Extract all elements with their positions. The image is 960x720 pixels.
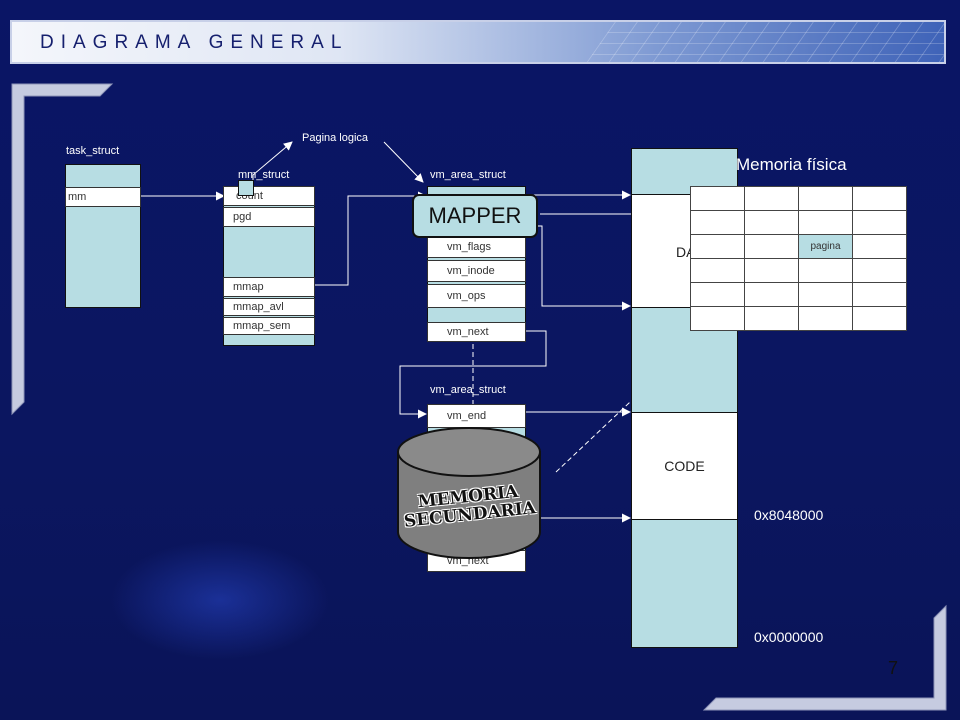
slide-title: DIAGRAMA GENERAL [40, 32, 349, 53]
memory-segment-code [631, 412, 738, 520]
vma1-field-flags: vm_flags [427, 236, 526, 258]
title-bar: DIAGRAMA GENERAL [10, 20, 946, 64]
mm-struct-label: mm_struct [238, 169, 290, 181]
dashed-secondary-to-page [555, 333, 703, 473]
frame-corner-top-left [11, 83, 114, 416]
mm-struct-field-pgd: pgd [223, 207, 315, 227]
mapper-box: MAPPER [412, 194, 538, 238]
slide-number: 7 [888, 658, 899, 678]
frame-corner-bottom-right [702, 604, 947, 711]
arrow-vma1-to-data-bottom [536, 225, 631, 311]
arrow-mmap-to-vma [315, 191, 427, 286]
physical-memory-title: Memoria física [736, 155, 847, 174]
count-pointer-box [238, 180, 254, 196]
mm-struct-field-mmap: mmap [223, 277, 315, 297]
background-glow [110, 540, 330, 660]
address-high: 0x8048000 [754, 507, 824, 523]
mm-struct-field-mmap-sem: mmap_sem [223, 317, 315, 335]
pagina-logica-label: Pagina logica [302, 132, 369, 144]
physical-memory-table: pagina [690, 186, 907, 331]
vma1-label: vm_area_struct [430, 169, 506, 181]
vma1-field-ops: vm_ops [427, 284, 526, 308]
mm-struct-field-count: count [223, 186, 315, 206]
task-struct-label: task_struct [66, 145, 120, 157]
arrow-vm-next-link [399, 330, 547, 419]
arrow-pagina-logica-to-vma [383, 141, 424, 183]
memory-segment-code-label: CODE [664, 458, 705, 474]
vma1-field-inode: vm_inode [427, 260, 526, 282]
mm-struct-field-mmap-avl: mmap_avl [223, 298, 315, 316]
vma2-label: vm_area_struct [430, 384, 506, 396]
task-struct-field-mm: mm [65, 187, 141, 207]
address-low: 0x0000000 [754, 629, 824, 645]
vma1-field-next: vm_next [427, 322, 526, 342]
physical-page-cell: pagina [798, 234, 853, 259]
vma2-field-end: vm_end [427, 404, 526, 428]
